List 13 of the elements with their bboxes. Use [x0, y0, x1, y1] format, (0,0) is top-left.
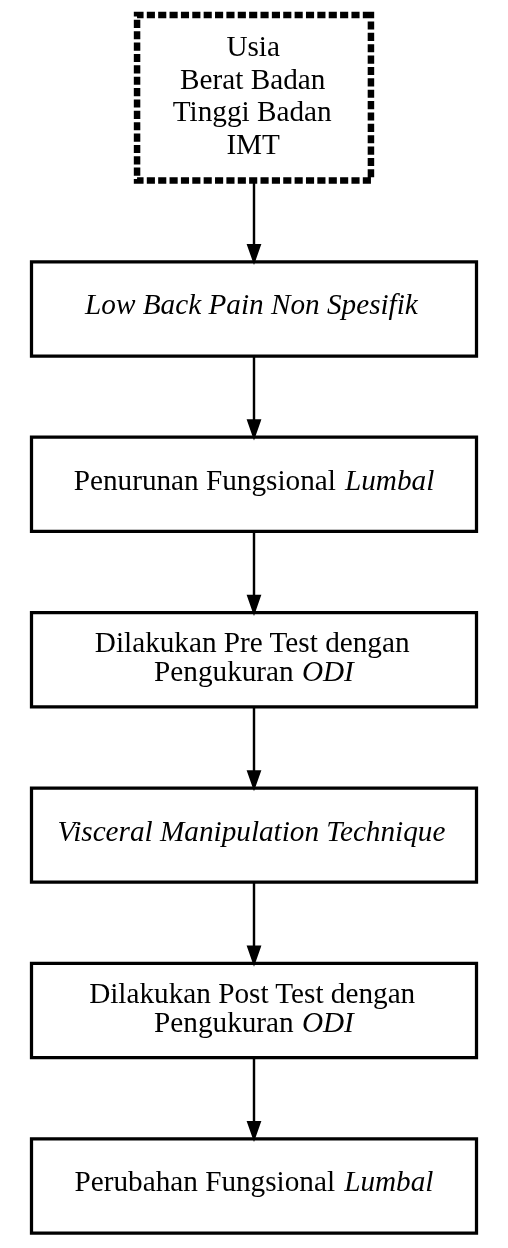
- node-box: Penurunan Fungsional Lumbal: [29, 435, 479, 534]
- node-box: Dilakukan Pre Test dengan Pengukuran ODI: [29, 611, 479, 709]
- node-box: Low Back Pain Non Spesifik: [29, 260, 479, 358]
- node-box: Perubahan Fungsional Lumbal: [29, 1137, 479, 1235]
- arrow: [246, 707, 262, 792]
- node-box: Usia Berat Badan Tinggi Badan IMT: [133, 11, 375, 184]
- arrow: [246, 356, 262, 441]
- node-box: Dilakukan Post Test dengan Pengukuran ODI: [29, 961, 479, 1060]
- arrow: [246, 1057, 262, 1143]
- arrow: [246, 531, 262, 616]
- arrow: [246, 882, 262, 967]
- node-box: Visceral Manipulation Technique: [29, 786, 479, 884]
- arrow: [246, 180, 262, 266]
